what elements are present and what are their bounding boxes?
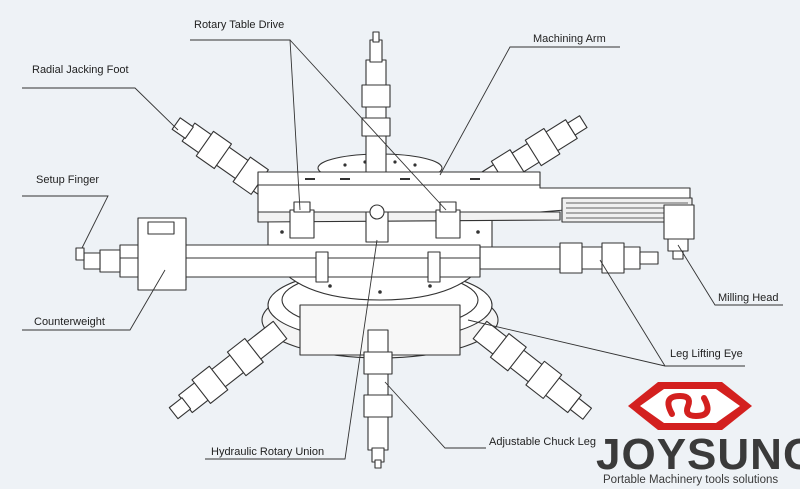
brand-name: JOYSUNG: [596, 430, 800, 479]
counterweight-beam: [75, 217, 481, 291]
leg-top: [361, 31, 391, 181]
leg-bottom: [363, 329, 393, 469]
milling-head-slide: [561, 197, 695, 260]
label-counterweight: Counterweight: [34, 316, 105, 328]
brand-tagline: Portable Machinery tools solutions: [603, 474, 779, 486]
leader-lines: [22, 39, 783, 460]
leg-right: [479, 242, 659, 274]
leg-lower-right: [472, 320, 593, 420]
label-radial-jacking-foot: Radial Jacking Foot: [32, 64, 129, 76]
label-milling-head: Milling Head: [718, 292, 779, 304]
label-leg-lifting-eye: Leg Lifting Eye: [670, 348, 743, 360]
label-adjustable-chuck-leg: Adjustable Chuck Leg: [489, 436, 597, 448]
label-machining-arm: Machining Arm: [533, 33, 606, 45]
label-hydraulic-rotary-union: Hydraulic Rotary Union: [211, 446, 325, 458]
drive-motors: [289, 201, 461, 243]
label-rotary-table-drive: Rotary Table Drive: [194, 19, 285, 31]
joysung-logo-mark: [628, 382, 752, 430]
label-setup-finger: Setup Finger: [36, 174, 99, 186]
leg-lower-left: [168, 320, 288, 420]
